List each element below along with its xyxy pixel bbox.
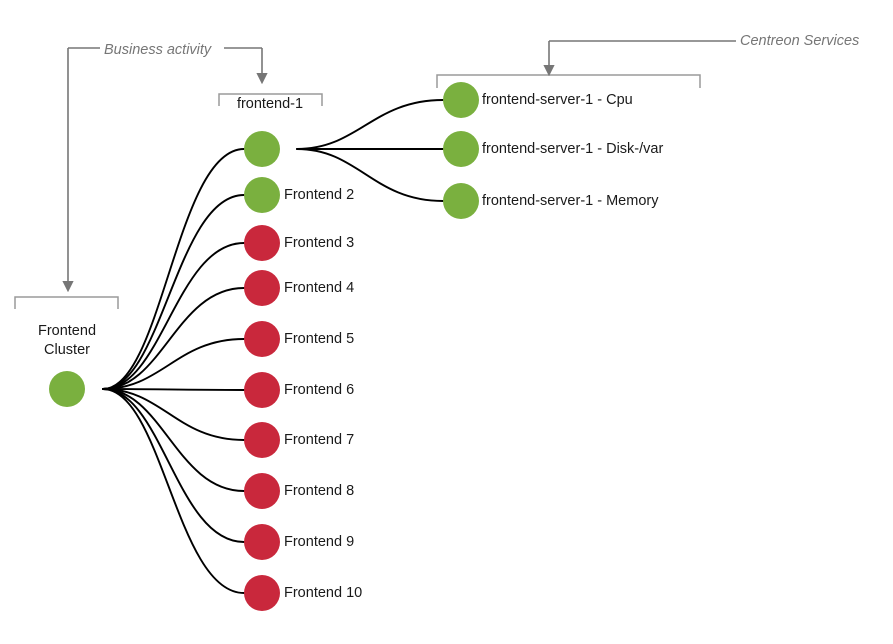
node-group-cluster <box>49 371 85 407</box>
business-activity-label: Business activity <box>104 42 212 58</box>
node-frontend-8[interactable] <box>244 473 280 509</box>
node-frontend-6[interactable] <box>244 372 280 408</box>
label-service-cpu: frontend-server-1 - Cpu <box>482 92 633 108</box>
edge-cluster-to-frontend-3 <box>102 242 245 390</box>
label-frontend-9: Frontend 9 <box>284 534 354 550</box>
frontend-cluster-bracket <box>14 296 119 309</box>
node-frontend-cluster[interactable] <box>49 371 85 407</box>
centreon-services-bracket <box>436 74 701 88</box>
label-frontend-5: Frontend 5 <box>284 331 354 347</box>
frontend-cluster-label-line-2: Cluster <box>44 342 90 358</box>
frontend-1-bracket <box>218 93 323 106</box>
edge-cluster-to-frontend-9 <box>102 388 245 543</box>
node-group-frontends <box>244 131 280 611</box>
edge-group-cluster-to-frontends <box>102 148 245 594</box>
label-frontend-2: Frontend 2 <box>284 187 354 203</box>
centreon-services-label: Centreon Services <box>740 33 859 49</box>
edge-cluster-to-frontend-6 <box>102 388 245 391</box>
annotation-group: Business activity Centreon Services <box>62 33 859 293</box>
label-frontend-6: Frontend 6 <box>284 382 354 398</box>
bracket-group <box>14 74 701 309</box>
label-service-disk: frontend-server-1 - Disk-/var <box>482 141 663 157</box>
node-frontend-3[interactable] <box>244 225 280 261</box>
node-frontend-10[interactable] <box>244 575 280 611</box>
edge-cluster-to-frontend-7 <box>102 388 245 441</box>
label-frontend-7: Frontend 7 <box>284 432 354 448</box>
node-service-memory[interactable] <box>443 183 479 219</box>
node-frontend-5[interactable] <box>244 321 280 357</box>
edge-group-frontend1-to-services <box>296 99 444 202</box>
edge-cluster-to-frontend-4 <box>102 287 245 390</box>
edge-cluster-to-frontend-5 <box>102 338 245 390</box>
frontend-cluster-label-line-1: Frontend <box>38 323 96 339</box>
edge-frontend1-to-service-cpu <box>296 99 444 150</box>
edge-cluster-to-frontend-8 <box>102 388 245 492</box>
edge-cluster-to-frontend-1 <box>102 148 245 390</box>
label-frontend-3: Frontend 3 <box>284 235 354 251</box>
node-frontend-4[interactable] <box>244 270 280 306</box>
node-frontend-2[interactable] <box>244 177 280 213</box>
node-frontend-9[interactable] <box>244 524 280 560</box>
frontend-1-group-label: frontend-1 <box>237 96 303 112</box>
label-frontend-8: Frontend 8 <box>284 483 354 499</box>
node-frontend-1[interactable] <box>244 131 280 167</box>
edge-cluster-to-frontend-2 <box>102 194 245 390</box>
node-group-services <box>443 82 479 219</box>
label-service-memory: frontend-server-1 - Memory <box>482 193 659 209</box>
edge-cluster-to-frontend-10 <box>102 388 245 594</box>
node-service-cpu[interactable] <box>443 82 479 118</box>
label-frontend-10: Frontend 10 <box>284 585 362 601</box>
edge-frontend1-to-service-memory <box>296 148 444 202</box>
label-frontend-4: Frontend 4 <box>284 280 354 296</box>
node-frontend-7[interactable] <box>244 422 280 458</box>
node-service-disk[interactable] <box>443 131 479 167</box>
